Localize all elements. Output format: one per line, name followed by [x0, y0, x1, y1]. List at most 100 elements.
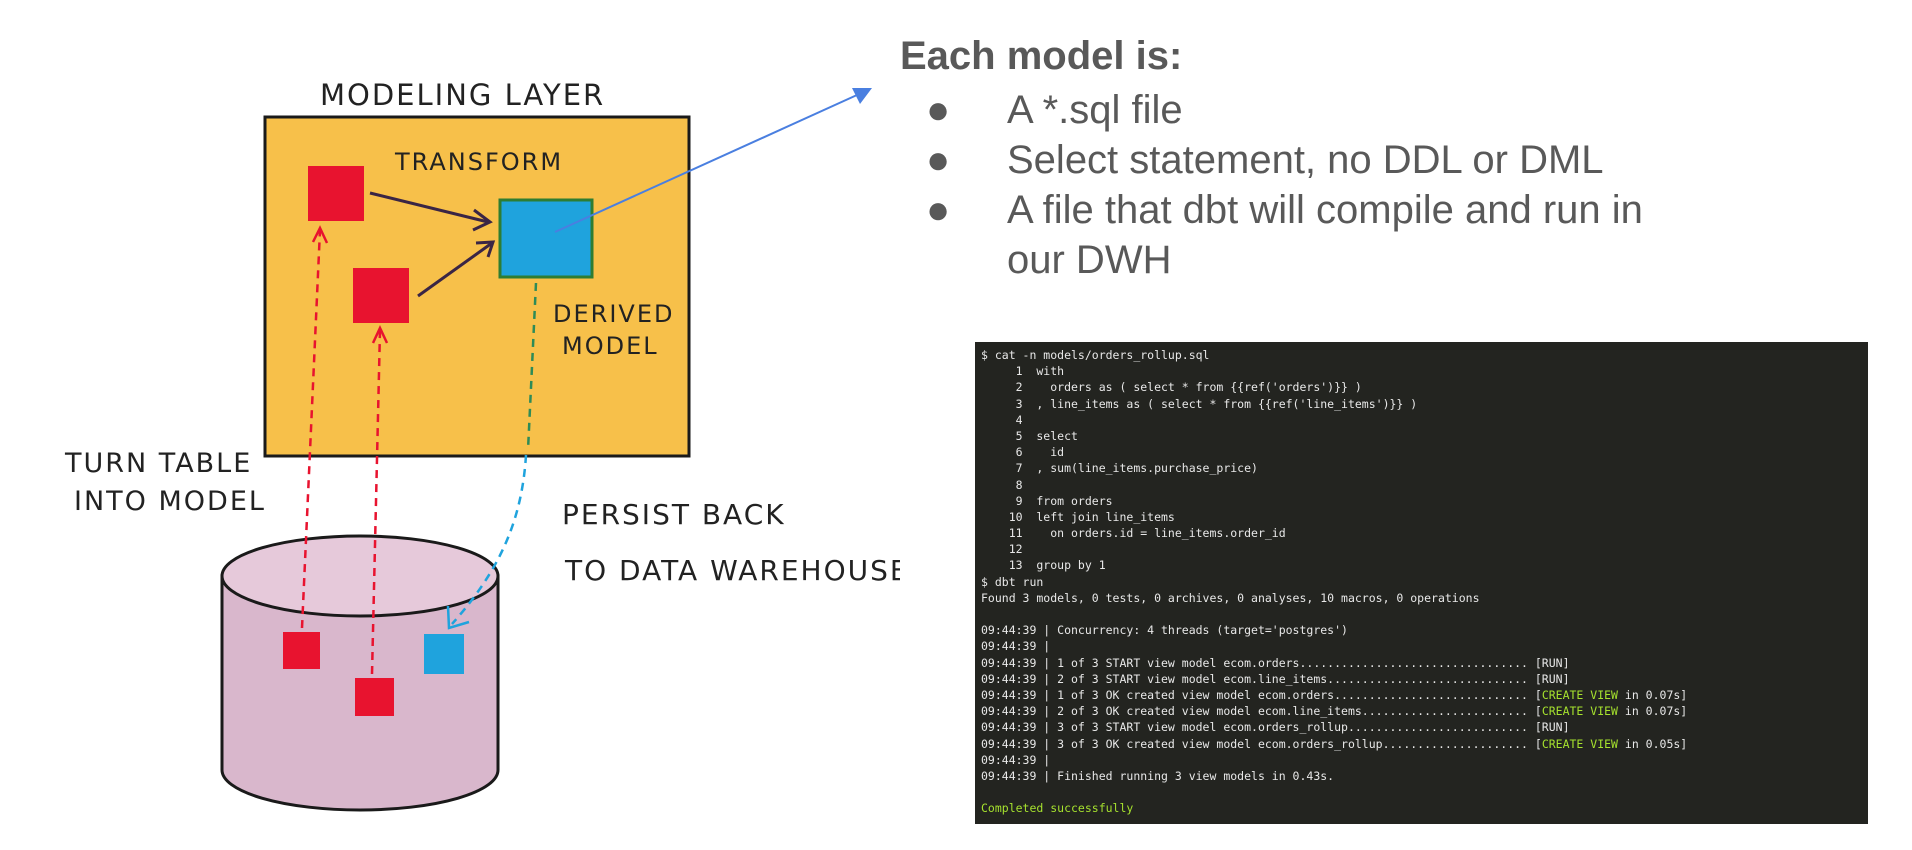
list-heading: Each model is:: [900, 34, 1183, 78]
terminal-text: 13 group by 1: [981, 558, 1106, 573]
arrowhead: [446, 605, 470, 630]
terminal-line: Completed successfully: [981, 800, 1862, 816]
transform-label: TRANSFORM: [394, 148, 563, 176]
terminal-text: 10 left join line_items: [981, 509, 1175, 524]
persist-back-arrow: [451, 454, 528, 625]
terminal-text: 3 , line_items as ( select * from {{ref(…: [981, 396, 1418, 411]
terminal-text: 6 id: [981, 445, 1065, 460]
transform-arrow: [417, 241, 493, 298]
terminal-text: 09:44:39 | 1 of 3 START view model ecom.…: [981, 655, 1570, 670]
terminal-text: 4: [981, 412, 1023, 427]
terminal-status-text: CREATE VIEW: [1541, 687, 1618, 702]
terminal-text: 9 from orders: [981, 493, 1113, 508]
derived-label: MODEL: [562, 332, 659, 360]
terminal-text: 8: [981, 477, 1023, 492]
turn-table-label: TURN TABLE: [64, 448, 252, 479]
terminal-text: in 0.07s]: [1617, 687, 1688, 702]
terminal-line: 09:44:39 | 2 of 3 START view model ecom.…: [981, 671, 1862, 687]
bullet-dot-icon: ●: [926, 138, 951, 182]
terminal-text: 1 with: [981, 364, 1065, 379]
terminal-text: 09:44:39 | 3 of 3 START view model ecom.…: [981, 720, 1570, 735]
bullet-item: ●A file that dbt will compile and run in…: [900, 185, 1687, 285]
terminal-text: 09:44:39 |: [981, 639, 1051, 654]
source-table-square: [353, 268, 409, 323]
modeling-layer-diagram: MODELING LAYER TRANSFORM DERIVED MODEL T…: [64, 78, 900, 812]
bullet-item: ● Select statement, no DDL or DML: [900, 135, 1687, 185]
terminal-line: 3 , line_items as ( select * from {{ref(…: [981, 396, 1862, 412]
terminal-line: Found 3 models, 0 tests, 0 archives, 0 a…: [981, 590, 1862, 606]
terminal-line: 13 group by 1: [981, 557, 1862, 573]
terminal-window: $ cat -n models/orders_rollup.sql 1 with…: [975, 342, 1868, 824]
bullet-text: A *.sql file: [1007, 88, 1183, 132]
terminal-line: $ cat -n models/orders_rollup.sql: [981, 347, 1862, 363]
terminal-text: 7 , sum(line_items.purchase_price): [981, 461, 1258, 476]
derived-label: DERIVED: [553, 300, 674, 328]
warehouse-table-square: [283, 632, 320, 669]
warehouse-table-square: [355, 678, 394, 716]
persist-label: TO DATA WAREHOUSE: [564, 554, 900, 587]
terminal-line: 6 id: [981, 444, 1862, 460]
data-warehouse-top: [220, 534, 500, 618]
turn-table-arrow: [300, 229, 322, 629]
terminal-line: 09:44:39 |: [981, 638, 1862, 654]
terminal-text: in 0.05s]: [1617, 736, 1688, 751]
terminal-text: in 0.07s]: [1617, 704, 1688, 719]
terminal-line: 12: [981, 541, 1862, 557]
arrowhead: [475, 240, 496, 258]
turn-table-arrow: [370, 329, 382, 675]
terminal-line: 1 with: [981, 363, 1862, 379]
bullet-item: ● A *.sql file: [900, 85, 1687, 135]
modeling-layer-title: MODELING LAYER: [320, 78, 605, 112]
terminal-line: 4: [981, 412, 1862, 428]
source-table-square: [308, 166, 364, 221]
terminal-line: [981, 784, 1862, 800]
terminal-text: 2 orders as ( select * from {{ref('order…: [981, 380, 1362, 395]
terminal-status-text: CREATE VIEW: [1541, 704, 1618, 719]
terminal-line: 7 , sum(line_items.purchase_price): [981, 460, 1862, 476]
terminal-line: 9 from orders: [981, 493, 1862, 509]
terminal-line: 09:44:39 | 2 of 3 OK created view model …: [981, 703, 1862, 719]
arrowhead: [311, 225, 329, 244]
terminal-text: 11 on orders.id = line_items.order_id: [981, 526, 1286, 541]
persist-label: PERSIST BACK: [562, 498, 786, 531]
terminal-status-text: CREATE VIEW: [1541, 736, 1618, 751]
arrowhead: [852, 88, 872, 104]
terminal-text: 09:44:39 | 1 of 3 OK created view model …: [981, 687, 1542, 702]
terminal-text: 5 select: [981, 428, 1078, 443]
terminal-line: 10 left join line_items: [981, 509, 1862, 525]
terminal-text: 09:44:39 | 3 of 3 OK created view model …: [981, 736, 1542, 751]
terminal-text: Found 3 models, 0 tests, 0 archives, 0 a…: [981, 590, 1480, 605]
warehouse-model-square: [424, 634, 464, 674]
terminal-line: 11 on orders.id = line_items.order_id: [981, 525, 1862, 541]
terminal-line: 09:44:39 | 3 of 3 START view model ecom.…: [981, 719, 1862, 735]
terminal-text: 09:44:39 | Concurrency: 4 threads (targe…: [981, 623, 1348, 638]
terminal-line: 09:44:39 | Concurrency: 4 threads (targe…: [981, 622, 1862, 638]
terminal-line: [981, 606, 1862, 622]
terminal-status-text: Completed successfully: [981, 801, 1134, 816]
terminal-line: 09:44:39 | 1 of 3 START view model ecom.…: [981, 655, 1862, 671]
model-definition-list: Each model is: ● A *.sql file ● Select stat…: [900, 34, 1687, 285]
terminal-line: 5 select: [981, 428, 1862, 444]
terminal-line: 09:44:39 | Finished running 3 view model…: [981, 768, 1862, 784]
terminal-line: 2 orders as ( select * from {{ref('order…: [981, 379, 1862, 395]
terminal-text: 09:44:39 | 2 of 3 OK created view model …: [981, 704, 1542, 719]
terminal-line: 09:44:39 | 1 of 3 OK created view model …: [981, 687, 1862, 703]
terminal-line: $ dbt run: [981, 574, 1862, 590]
bullet-dot-icon: ●: [926, 88, 951, 132]
terminal-line: 09:44:39 |: [981, 752, 1862, 768]
terminal-text: $ dbt run: [981, 574, 1044, 589]
terminal-text: 09:44:39 | Finished running 3 view model…: [981, 768, 1335, 783]
terminal-text: $ cat -n models/orders_rollup.sql: [981, 348, 1210, 362]
bullet-list: ● A *.sql file ● Select statement, no DDL o…: [900, 85, 1687, 285]
terminal-line: 8: [981, 477, 1862, 493]
bullet-text: A file that dbt will compile and run in …: [1007, 188, 1643, 282]
terminal-line: 09:44:39 | 3 of 3 OK created view model …: [981, 736, 1862, 752]
arrowhead: [371, 325, 389, 344]
bullet-text: Select statement, no DDL or DML: [1007, 138, 1604, 182]
derived-model-square: [498, 198, 594, 279]
terminal-text: 09:44:39 |: [981, 752, 1051, 767]
turn-table-label: INTO MODEL: [74, 486, 266, 517]
terminal-text: 12: [981, 542, 1023, 557]
arrowhead: [472, 208, 493, 232]
terminal-text: 09:44:39 | 2 of 3 START view model ecom.…: [981, 671, 1570, 686]
